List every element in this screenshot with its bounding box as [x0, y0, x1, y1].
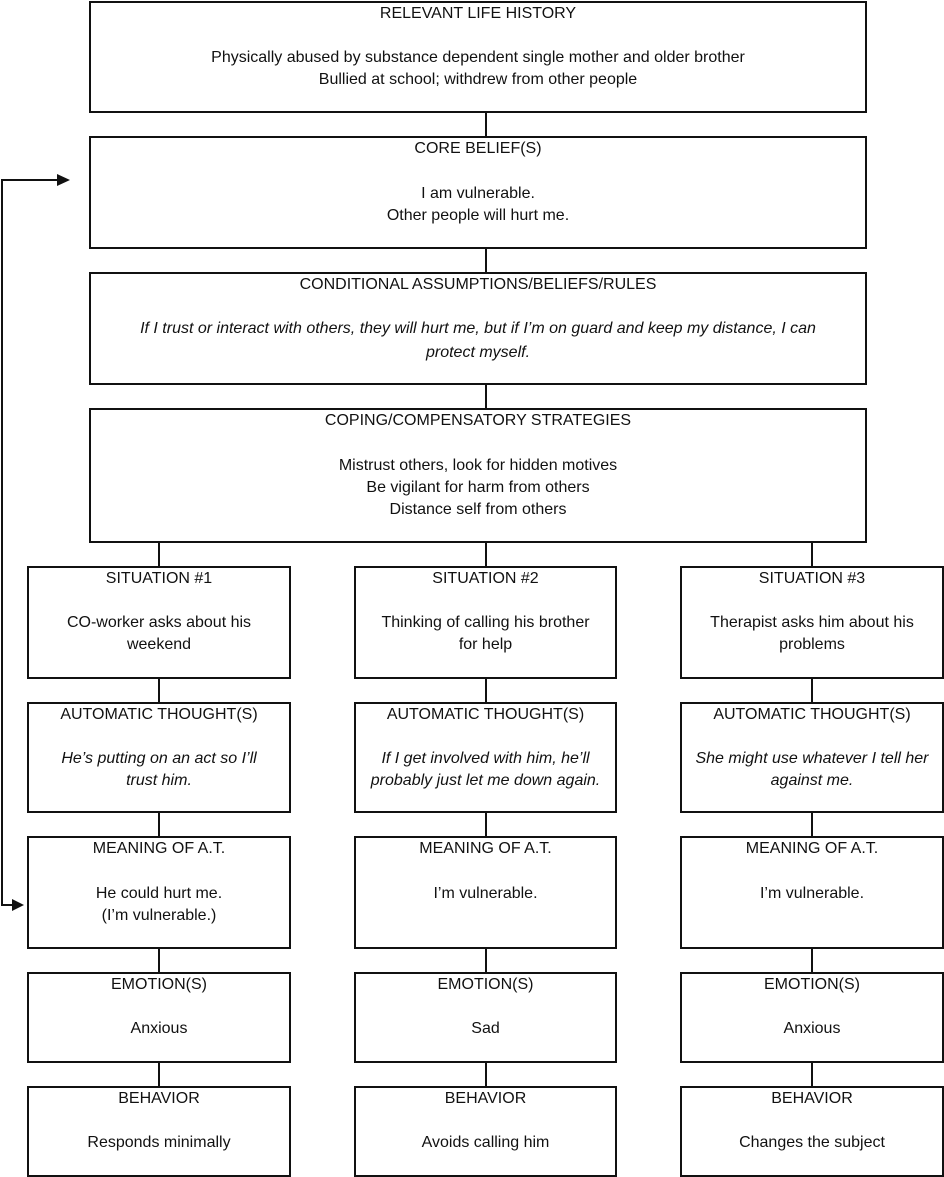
- box-text: protect myself.: [425, 344, 531, 361]
- box-text: weekend: [126, 636, 192, 653]
- box-header: AUTOMATIC THOUGHT(S): [60, 706, 258, 723]
- automatic-thought-1-box: AUTOMATIC THOUGHT(S) He’s putting on an …: [27, 702, 291, 813]
- box-header: BEHAVIOR: [444, 1090, 527, 1107]
- box-text: Physically abused by substance dependent…: [211, 49, 745, 66]
- box-text: If I trust or interact with others, they…: [140, 320, 816, 337]
- box-text: He could hurt me.: [95, 885, 223, 902]
- emotion-2-box: EMOTION(S) Sad: [354, 972, 617, 1063]
- box-text: I am vulnerable.: [421, 185, 535, 202]
- box-header: MEANING OF A.T.: [745, 840, 879, 857]
- box-header: EMOTION(S): [437, 976, 534, 993]
- box-text: I’m vulnerable.: [759, 885, 865, 902]
- box-header: RELEVANT LIFE HISTORY: [379, 5, 577, 22]
- box-header: AUTOMATIC THOUGHT(S): [386, 706, 585, 723]
- box-text: He’s putting on an act so I’ll: [61, 750, 257, 767]
- box-header: SITUATION #3: [758, 570, 866, 587]
- situation-1-box: SITUATION #1 CO-worker asks about his we…: [27, 566, 291, 679]
- box-text: (I’m vulnerable.): [101, 907, 217, 924]
- box-header: EMOTION(S): [111, 976, 207, 993]
- arrow-head-core-belief: [57, 174, 70, 186]
- box-text: She might use whatever I tell her: [695, 750, 929, 767]
- box-text: Avoids calling him: [421, 1134, 550, 1151]
- box-header: AUTOMATIC THOUGHT(S): [713, 706, 911, 723]
- box-header: MEANING OF A.T.: [419, 840, 552, 857]
- box-header: COPING/COMPENSATORY STRATEGIES: [324, 412, 632, 429]
- box-text: probably just let me down again.: [370, 772, 601, 789]
- box-text: Sad: [471, 1020, 500, 1037]
- box-header: MEANING OF A.T.: [92, 840, 226, 857]
- box-text: problems: [779, 636, 845, 653]
- box-header: EMOTION(S): [764, 976, 860, 993]
- box-header: CORE BELIEF(S): [414, 140, 542, 157]
- box-header: BEHAVIOR: [118, 1090, 200, 1107]
- box-text: trust him.: [126, 772, 192, 789]
- conditional-assumptions-box: CONDITIONAL ASSUMPTIONS/BELIEFS/RULES If…: [89, 272, 867, 385]
- box-text: Be vigilant for harm from others: [366, 479, 590, 496]
- emotion-1-box: EMOTION(S) Anxious: [27, 972, 291, 1063]
- situation-3-box: SITUATION #3 Therapist asks him about hi…: [680, 566, 944, 679]
- meaning-2-box: MEANING OF A.T. I’m vulnerable.: [354, 836, 617, 949]
- box-text: If I get involved with him, he’ll: [381, 750, 590, 767]
- box-header: BEHAVIOR: [771, 1090, 853, 1107]
- box-header: SITUATION #2: [432, 570, 539, 587]
- box-text: Anxious: [130, 1020, 188, 1037]
- behavior-3-box: BEHAVIOR Changes the subject: [680, 1086, 944, 1177]
- box-text: Responds minimally: [87, 1134, 231, 1151]
- emotion-3-box: EMOTION(S) Anxious: [680, 972, 944, 1063]
- automatic-thought-2-box: AUTOMATIC THOUGHT(S) If I get involved w…: [354, 702, 617, 813]
- box-header: SITUATION #1: [105, 570, 213, 587]
- box-text: for help: [458, 636, 513, 653]
- coping-strategies-box: COPING/COMPENSATORY STRATEGIES Mistrust …: [89, 408, 867, 543]
- box-text: I’m vulnerable.: [433, 885, 538, 902]
- behavior-1-box: BEHAVIOR Responds minimally: [27, 1086, 291, 1177]
- arrow-head-meaning: [12, 899, 24, 911]
- box-text: Changes the subject: [739, 1134, 885, 1151]
- behavior-2-box: BEHAVIOR Avoids calling him: [354, 1086, 617, 1177]
- meaning-3-box: MEANING OF A.T. I’m vulnerable.: [680, 836, 944, 949]
- box-text: CO-worker asks about his: [66, 614, 252, 631]
- box-text: Mistrust others, look for hidden motives: [338, 457, 618, 474]
- box-text: Anxious: [783, 1020, 841, 1037]
- core-beliefs-box: CORE BELIEF(S) I am vulnerable. Other pe…: [89, 136, 867, 249]
- box-text: Bullied at school; withdrew from other p…: [318, 71, 638, 88]
- automatic-thought-3-box: AUTOMATIC THOUGHT(S) She might use whate…: [680, 702, 944, 813]
- box-text: Other people will hurt me.: [386, 207, 570, 224]
- meaning-1-box: MEANING OF A.T. He could hurt me. (I’m v…: [27, 836, 291, 949]
- box-text: Thinking of calling his brother: [381, 614, 590, 631]
- box-text: Distance self from others: [389, 501, 567, 518]
- box-text: Therapist asks him about his: [710, 614, 914, 631]
- relevant-life-history-box: RELEVANT LIFE HISTORY Physically abused …: [89, 1, 867, 113]
- box-header: CONDITIONAL ASSUMPTIONS/BELIEFS/RULES: [299, 276, 657, 293]
- box-text: against me.: [770, 772, 854, 789]
- situation-2-box: SITUATION #2 Thinking of calling his bro…: [354, 566, 617, 679]
